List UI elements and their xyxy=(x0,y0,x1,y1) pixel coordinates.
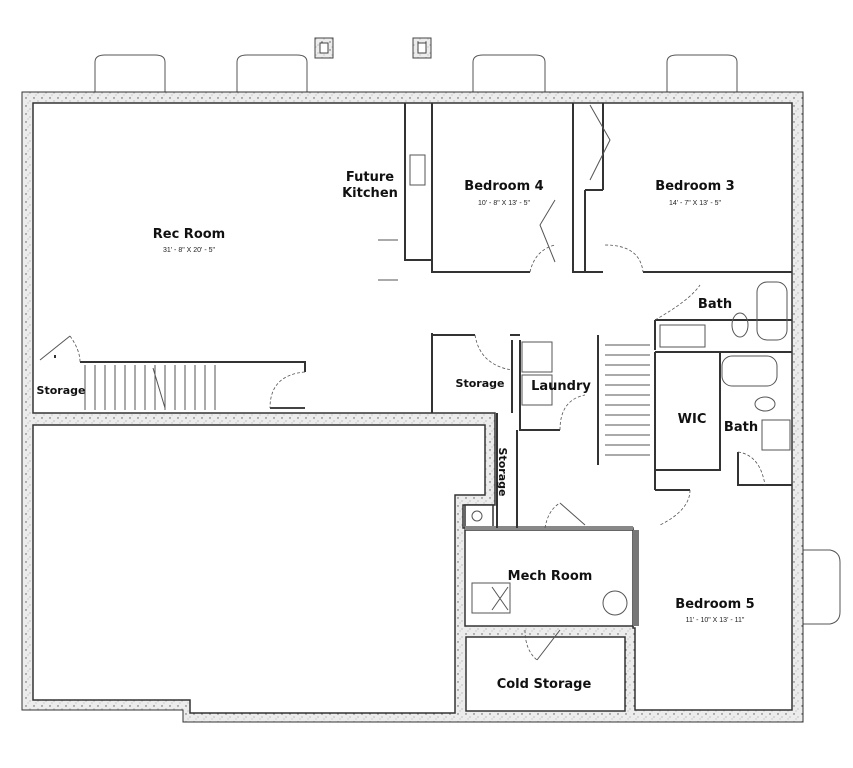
room-label-bedroom-3: Bedroom 3 xyxy=(655,179,734,194)
room-label-laundry: Laundry xyxy=(531,379,591,394)
toilet-lower xyxy=(754,396,776,412)
room-label-storage-west: Storage xyxy=(37,384,86,397)
laundry-washer xyxy=(521,341,553,373)
room-label-bedroom-4: Bedroom 4 xyxy=(464,179,543,194)
fixtures xyxy=(409,154,791,616)
room-label-kitchen: Kitchen xyxy=(342,186,398,201)
room-labels: Rec Room 31' - 8" X 20' - 5" Future Kitc… xyxy=(37,170,759,692)
unfinished-area xyxy=(32,424,486,714)
furnace xyxy=(471,582,511,614)
room-label-mech-room: Mech Room xyxy=(508,569,593,584)
kitchen-sink xyxy=(409,154,426,186)
window-wells xyxy=(94,54,841,625)
room-label-bath-upper: Bath xyxy=(698,297,732,312)
room-label-bedroom-5: Bedroom 5 xyxy=(675,597,754,612)
room-dims-bedroom-5: 11' - 10" X 13' - 11" xyxy=(686,617,745,624)
stairs-west xyxy=(84,365,216,410)
room-label-storage-center: Storage xyxy=(456,377,505,390)
water-heater xyxy=(602,590,628,616)
laundry-dryer xyxy=(521,374,553,406)
interior-spaces xyxy=(32,102,793,714)
mech-wall-insulated xyxy=(633,530,639,626)
door-swings xyxy=(39,104,766,661)
room-label-cold-storage: Cold Storage xyxy=(497,677,592,692)
bathtub-lower xyxy=(721,355,778,387)
vanity-lower xyxy=(761,419,791,451)
room-dims-bedroom-4: 10' - 8" X 13' - 5" xyxy=(478,200,531,207)
room-label-storage-narrow: Storage xyxy=(496,448,509,497)
exterior-posts xyxy=(314,37,432,59)
room-label-bath-lower: Bath xyxy=(724,420,758,435)
stairs-central xyxy=(605,344,650,456)
room-label-wic: WIC xyxy=(678,412,707,427)
bathtub-upper xyxy=(756,281,788,341)
room-label-future: Future xyxy=(346,170,394,185)
toilet-upper xyxy=(731,312,749,338)
room-dims-rec-room: 31' - 8" X 20' - 5" xyxy=(163,247,216,254)
room-dims-bedroom-3: 14' - 7" X 13' - 5" xyxy=(669,200,722,207)
room-label-rec-room: Rec Room xyxy=(153,227,225,242)
sump-pit xyxy=(471,510,483,522)
interior-walls xyxy=(54,103,792,528)
vanity-upper xyxy=(659,324,706,348)
mech-wall-top xyxy=(465,526,633,530)
